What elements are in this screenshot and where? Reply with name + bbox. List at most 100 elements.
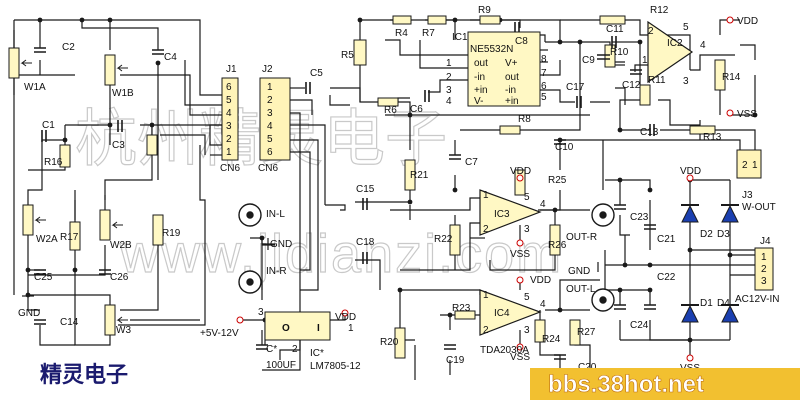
label-r8: R8 — [518, 114, 531, 125]
label-w2a: W2A — [36, 234, 58, 245]
cap-c23 — [614, 204, 626, 210]
ic4-pin-4: 4 — [540, 299, 546, 310]
label-c8: C8 — [515, 36, 528, 47]
label-j4: J4 — [760, 236, 771, 247]
label-c25: C25 — [34, 272, 53, 283]
j2-type: CN6 — [258, 163, 278, 174]
label-w3: W3 — [116, 325, 131, 336]
vdd-reg-terminal — [341, 309, 349, 317]
label-c2: C2 — [62, 42, 75, 53]
connector-labels: J1 6 5 4 3 2 1 CN6 J2 1 2 3 4 5 6 CN6 2 … — [220, 64, 779, 305]
label-r19: R19 — [162, 228, 181, 239]
footer: 精灵电子 bbs.38hot.net — [40, 362, 800, 400]
label-gnd-right: GND — [568, 266, 590, 277]
label-ic4-name: IC4 — [494, 308, 510, 319]
j3-pin-1: 1 — [752, 160, 758, 171]
label-c6: C6 — [410, 104, 423, 115]
jack-in-l — [238, 203, 262, 227]
ic1-right-pin-5: +in — [505, 96, 519, 107]
capacitors — [34, 22, 656, 360]
label-r26: R26 — [548, 240, 567, 251]
label-vss-ic3: VSS — [510, 249, 530, 260]
j4-pin-1: 1 — [761, 252, 767, 263]
label-ac12v-in: AC12V-IN — [735, 294, 779, 305]
j1-pin-3: 3 — [226, 121, 232, 132]
ic4-pin-3: 3 — [524, 325, 530, 336]
ic1-left-pin-3: +in — [474, 85, 488, 96]
footer-site: bbs.38hot.net — [548, 371, 704, 398]
pot-w1b — [104, 54, 128, 86]
cap-c21 — [644, 224, 656, 230]
label-r17: R17 — [60, 232, 79, 243]
ic2-pin-5: 5 — [683, 22, 689, 33]
label-r13: R13 — [703, 132, 722, 143]
ic4-pin-5: 5 — [524, 292, 530, 303]
label-c26: C26 — [110, 272, 129, 283]
ic1-num-2: 2 — [446, 72, 452, 83]
label-c13: C13 — [640, 127, 659, 138]
label-gnd-left: GND — [18, 308, 40, 319]
label-c18: C18 — [356, 237, 375, 248]
label-r5: R5 — [341, 50, 354, 61]
j2-pin-1: 1 — [267, 82, 273, 93]
j2-pin-4: 4 — [267, 121, 273, 132]
label-ic2-name: IC2 — [667, 38, 683, 49]
label-vdd-reg: VDD — [335, 312, 356, 323]
vss-ic3-terminal — [516, 239, 524, 247]
opamp-ic2 — [647, 20, 694, 84]
resistor-r6 — [377, 97, 399, 107]
j1-pin-6: 6 — [226, 82, 232, 93]
vdd-ic3-terminal — [516, 174, 524, 182]
audio-jacks — [238, 203, 615, 312]
jack-out-r — [591, 203, 615, 227]
vdd-rect-terminal — [686, 174, 694, 182]
resistors — [59, 15, 726, 359]
cap-c26 — [99, 269, 111, 275]
resistor-r4 — [392, 15, 412, 25]
resistor-r7 — [427, 15, 447, 25]
label-vdd-ic3: VDD — [510, 166, 531, 177]
label-r23: R23 — [452, 303, 471, 314]
label-ic1-part: NE5532N — [470, 44, 513, 55]
label-r6: R6 — [384, 105, 397, 116]
cap-c18 — [362, 252, 368, 264]
j2-pin-2: 2 — [267, 95, 273, 106]
ic3-pin-1: 1 — [483, 190, 489, 201]
resistor-r5 — [353, 39, 367, 66]
cap-c5 — [305, 82, 311, 94]
watermark-url: www.jldianzi.com — [119, 224, 563, 284]
vss-ic4-terminal — [516, 343, 524, 351]
label-c22: C22 — [657, 272, 676, 283]
reg-symbol-in: I — [317, 323, 320, 334]
ic1-left-pin-4: V- — [474, 96, 483, 107]
j1-pin-4: 4 — [226, 108, 232, 119]
label-c14: C14 — [60, 317, 79, 328]
resistor-r16 — [59, 144, 71, 168]
cap-c25 — [34, 269, 46, 275]
label-c5: C5 — [310, 68, 323, 79]
label-c11: C11 — [606, 24, 624, 35]
ic3-pin-2: 2 — [483, 224, 489, 235]
ic3-pin-4: 4 — [540, 199, 546, 210]
ic1-num-6: 6 — [541, 81, 547, 92]
opamp-ic4 — [479, 289, 542, 336]
label-c1: C1 — [42, 120, 55, 131]
power-symbols — [236, 16, 734, 362]
ic1-num-7: 7 — [541, 68, 547, 79]
resistor-r20 — [394, 327, 406, 359]
cap-c22 — [644, 304, 656, 310]
footer-site-banner — [530, 368, 800, 400]
cap-c13 — [649, 124, 655, 136]
reg-symbol-out: O — [282, 323, 290, 334]
potentiometers — [8, 47, 128, 336]
ic1-left-pin-2: -in — [474, 72, 485, 83]
label-c12: C12 — [622, 80, 641, 91]
label-vss-ic2: VSS — [737, 109, 757, 120]
ic1-num-3: 3 — [446, 85, 452, 96]
label-r22: R22 — [434, 234, 453, 245]
cap-c3 — [117, 120, 123, 132]
cap-c14 — [34, 319, 46, 325]
jack-in-r — [238, 270, 262, 294]
label-vss-ic4: VSS — [510, 352, 530, 363]
